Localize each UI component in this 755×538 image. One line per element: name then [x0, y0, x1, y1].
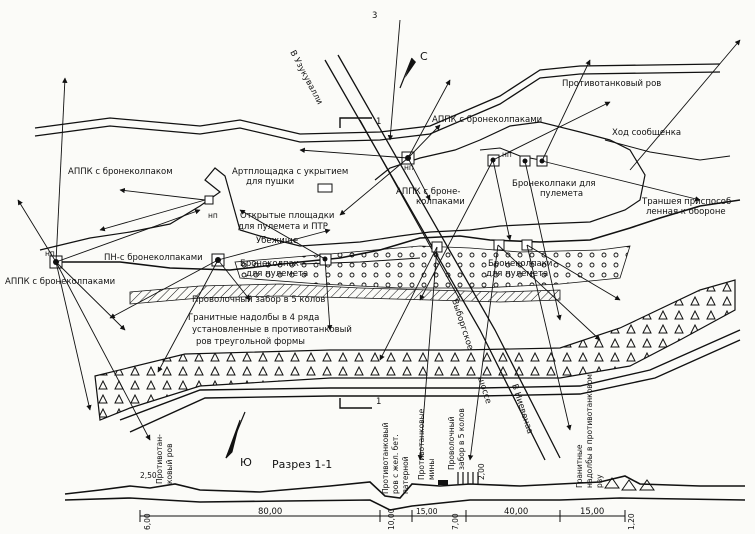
- sec-rail-label-3: патерной: [401, 456, 410, 494]
- dim-1500: 15,00: [416, 507, 438, 516]
- sec-ditch-label-2: ковый ров: [165, 444, 174, 485]
- appk-bottom-left-label: АППК с бронеколпаками: [5, 277, 115, 287]
- np-label-bunker: нп: [45, 249, 55, 258]
- open-positions-label-2: для пулемета и ПТР: [238, 222, 328, 232]
- dim-700: 7,00: [451, 513, 460, 530]
- art-platform-label-1: Артплощадка с укрытием: [232, 167, 348, 177]
- sec-mines-label-2: мины: [427, 459, 436, 480]
- sec-rail-label-2: ров с жел. бет.: [391, 434, 400, 494]
- fire-lines: [17, 19, 741, 461]
- appk-center-label-2: колпаками: [416, 197, 465, 207]
- dim-120: 1,20: [627, 513, 636, 530]
- section-mark-top: 1: [376, 117, 381, 127]
- section-marker-bottom: [339, 398, 372, 409]
- granite-label-2: установленные в противотанковый: [192, 325, 352, 335]
- sec-granite-label-2: надолбы в противотанковом: [585, 374, 594, 488]
- dim-600: 6,00: [143, 513, 152, 530]
- north-arrow: [399, 57, 416, 89]
- south-label: Ю: [240, 456, 252, 469]
- wire-fence-label: Проволочный забор в 5 колов: [192, 295, 325, 305]
- bronekolpak-mg-label-2: для пулемета: [246, 269, 308, 279]
- roads: [324, 54, 561, 461]
- np-label-top-2: нп: [502, 150, 512, 159]
- top-double-line: [34, 63, 721, 143]
- road-top-label: В Узукувалли: [287, 49, 324, 107]
- dim-1000: 10,00: [387, 508, 396, 530]
- granite-label-3: ров треугольной формы: [196, 337, 305, 347]
- sec-rail-label-1: Противотанковый: [381, 422, 390, 494]
- open-positions-label-1: Открытые площадки: [240, 211, 334, 221]
- appk-left-label: АППК с бронеколпаком: [68, 167, 173, 177]
- np-label-top: нп: [404, 163, 414, 172]
- section-marker-top: [339, 117, 372, 128]
- art-platform-label-2: для пушки: [246, 177, 294, 187]
- south-arrow: [225, 411, 246, 459]
- cross-section: [64, 472, 746, 522]
- top-number: 3: [372, 11, 377, 21]
- bronekolpaki-right-label-1: Бронеколпаки: [488, 259, 552, 269]
- np-label-left: нп: [208, 211, 218, 220]
- anti-tank-ditch-band: [94, 279, 741, 433]
- dim-4000: 40,00: [504, 507, 528, 517]
- art-platform-box: [317, 183, 333, 193]
- appk-top-label: АППК с бронеколпаками: [432, 115, 542, 125]
- section-mark-bottom: 1: [376, 397, 381, 407]
- sec-granite-label-3: рву: [595, 474, 604, 488]
- dim-1500b: 15,00: [580, 507, 604, 517]
- bronekolpak-mg-label-1: Бронеколпак: [240, 259, 299, 269]
- appk-center-label-1: АППК с броне-: [396, 187, 460, 197]
- north-label: С: [420, 50, 428, 63]
- sec-granite-label-1: Гранитные: [575, 444, 584, 488]
- dim-200: 2,00: [477, 463, 486, 480]
- anti-tank-ditch-label: Противотанковый ров: [562, 79, 661, 89]
- wire-fence-band: [129, 283, 561, 305]
- np-box-left: [204, 195, 214, 205]
- bronekolpaki-mg-label-1: Бронеколпаки для: [512, 179, 596, 189]
- section-title: Разрез 1-1: [272, 458, 332, 471]
- bronekolpaki-mg-label-2: пулемета: [540, 189, 583, 199]
- road-nieven-label: В Ниевенаа: [509, 383, 535, 435]
- dim-8000: 80,00: [258, 507, 282, 517]
- granite-label-1: Гранитные надолбы в 4 ряда: [188, 313, 319, 323]
- sec-ditch-label-1: Противотан-: [155, 434, 164, 484]
- sec-wire-label-1: Проволочный: [447, 416, 456, 470]
- bronekolpaki-right-label-2: для пулемета: [486, 269, 548, 279]
- granite-obstacles-band: [234, 245, 631, 289]
- trench-label-1: Траншея приспособ: [641, 197, 731, 207]
- dim-250: 2,50: [140, 471, 157, 480]
- sec-mines-label-1: Противотанковые: [417, 408, 426, 480]
- shelter-label: Убежище: [256, 236, 298, 246]
- communication-trench-label: Ход сообщенка: [612, 128, 681, 138]
- trench-label-2: ленная к обороне: [646, 207, 726, 217]
- highway-vyborg-label: Выборгское: [449, 298, 475, 352]
- sec-wire-label-2: забор в 5 колов: [457, 408, 466, 470]
- bunker-right-1: [493, 239, 505, 251]
- pn-label: ПН-с бронеколпаками: [104, 253, 203, 263]
